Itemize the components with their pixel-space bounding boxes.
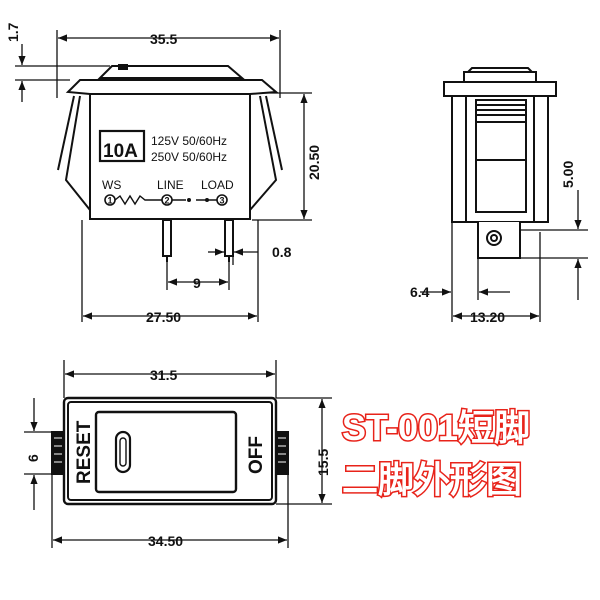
- title-line-2: 二脚外形图: [342, 459, 522, 500]
- end-view-dimensions: [420, 190, 588, 322]
- pin-2-label: 2: [165, 196, 170, 206]
- dim-front-outer-width: 34.50: [148, 533, 183, 549]
- dim-pin-thickness: 0.8: [272, 244, 292, 260]
- dim-side-offset: 6.4: [410, 284, 430, 300]
- pin-1-label: 1: [108, 196, 113, 206]
- dim-width-bottom: 27.50: [146, 309, 181, 325]
- rating-label: 10A: [103, 141, 138, 162]
- front-view-dimensions: [24, 360, 332, 548]
- side-view-switch: [57, 64, 283, 262]
- front-view-dimension-text: 31.5 6 15.5 34.50: [25, 367, 331, 549]
- dim-height-side: 20.50: [306, 145, 322, 180]
- dim-side-width: 13.20: [470, 309, 505, 325]
- terminal-load-label: LOAD: [201, 178, 234, 192]
- side-view-dimensions: [15, 30, 312, 322]
- dim-top-offset: 1.7: [5, 22, 21, 42]
- dim-front-left-height: 6: [25, 454, 41, 462]
- reset-label: RESET: [74, 420, 95, 484]
- side-view-text: 10A 125V 50/60Hz 250V 50/60Hz WS LINE LO…: [102, 134, 234, 206]
- voltage-label-1: 125V 50/60Hz: [151, 134, 227, 148]
- dim-pin-pitch: 9: [193, 275, 201, 291]
- end-view-dimension-text: 5.00 6.4 13.20: [410, 161, 576, 325]
- terminal-ws-label: WS: [102, 178, 121, 192]
- off-label: OFF: [246, 436, 267, 474]
- side-view-dimension-text: 35.5 1.7 20.50 0.8 9 27.50: [5, 22, 322, 325]
- end-view-switch: [443, 67, 557, 259]
- front-view-switch: [51, 396, 289, 506]
- pin-3-label: 3: [220, 196, 225, 206]
- terminal-line-label: LINE: [157, 178, 184, 192]
- title-line-1: ST-001短脚: [342, 407, 530, 448]
- title-block: ST-001短脚 二脚外形图: [341, 406, 532, 502]
- dim-front-height: 15.5: [315, 449, 331, 476]
- voltage-label-2: 250V 50/60Hz: [151, 150, 227, 164]
- dim-front-inner-width: 31.5: [150, 367, 177, 383]
- dim-side-height: 5.00: [560, 161, 576, 188]
- front-view-text: RESET OFF: [74, 420, 267, 484]
- dim-width-top: 35.5: [150, 31, 177, 47]
